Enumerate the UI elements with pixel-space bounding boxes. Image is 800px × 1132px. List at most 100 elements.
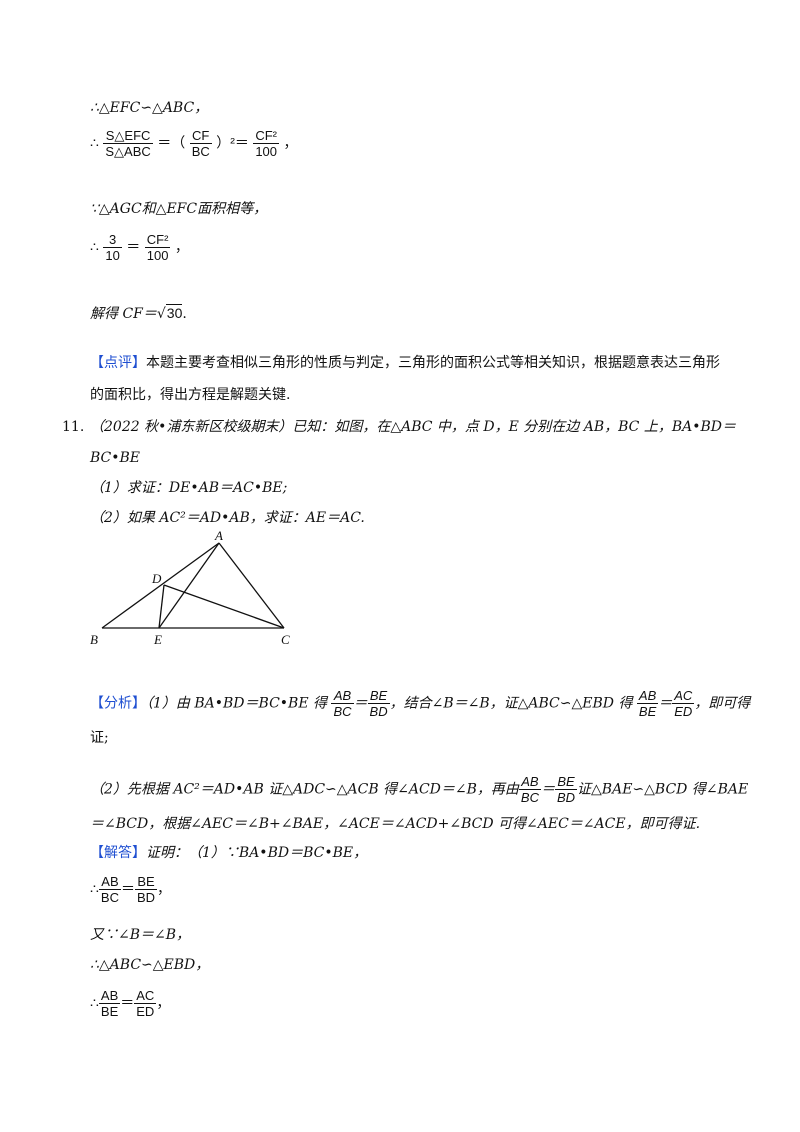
analysis-tag: 【分析】: [90, 695, 146, 712]
fraction-denominator: BC: [333, 704, 352, 719]
fraction-denominator: BC: [100, 890, 119, 905]
period: .: [182, 306, 187, 322]
fraction-numerator: AB: [518, 774, 541, 790]
fraction-denominator: BE: [638, 704, 657, 719]
fraction-denominator: BE: [100, 1004, 119, 1019]
comment-line-2: 的面积比，得出方程是解题关键.: [90, 387, 291, 403]
therefore-symbol: ∴: [90, 995, 99, 1012]
fraction-numerator: CF: [189, 128, 212, 144]
segment-ba: [101, 542, 220, 629]
fraction-numerator: AB: [331, 688, 354, 704]
solve-prefix: 解得 CF＝√: [90, 306, 166, 322]
fraction-numerator: BE: [134, 874, 158, 890]
fraction-numerator: AB: [636, 688, 659, 704]
comment-text: 本题主要考查相似三角形的性质与判定，三角形的面积公式等相关知识，根据题意表达三角…: [146, 355, 720, 371]
fraction-numerator: BE: [367, 688, 390, 704]
segment-dc: [163, 584, 285, 629]
fraction-denominator: 100: [255, 144, 278, 159]
comma: ，: [174, 239, 189, 256]
fraction-area: S△EFC S△ABC: [103, 128, 153, 159]
fraction-numerator: CF²: [144, 232, 171, 248]
fraction-denominator: 100: [146, 248, 169, 263]
label-d: D: [151, 571, 162, 586]
analysis-text: 证△BAE∽△BCD 得∠BAE: [577, 781, 749, 798]
solution-tag: 【解答】: [90, 845, 146, 861]
solution-line-3: 又∵∠B＝∠B，: [90, 927, 191, 943]
analysis-line-1-cont: 证;: [90, 730, 109, 746]
fraction-numerator: AB: [98, 874, 121, 890]
fraction-denominator: S△ABC: [105, 144, 151, 159]
line-solution-cf: 解得 CF＝√30.: [90, 304, 187, 323]
line-equation: ∴ 3 10 ＝ CF² 100 ，: [90, 232, 189, 263]
segment-ac: [218, 542, 285, 629]
label-c: C: [281, 632, 290, 647]
fraction-denominator: 10: [105, 248, 120, 263]
analysis-text: （2）先根据 AC²＝AD•AB 证△ADC∽△ACB 得∠ACD＝∠B，再由: [90, 781, 519, 798]
fraction-numerator: 3: [103, 232, 122, 248]
equals-sign: ＝: [658, 694, 673, 711]
label-a: A: [214, 528, 223, 543]
equals-paren: ＝（: [157, 134, 186, 151]
fraction-3-10: 3 10: [103, 232, 122, 263]
comment-tag: 【点评】: [90, 355, 146, 371]
solution-line-4: ∴△ABC∽△EBD，: [90, 957, 210, 973]
analysis-text: ，结合∠B＝∠B，证△ABC∽△EBD 得: [389, 695, 633, 712]
equals-sign: ＝: [126, 238, 141, 255]
line-similar-efc-abc: ∴△EFC∽△ABC，: [90, 100, 209, 116]
paren-squared-equals: ）²＝: [216, 134, 249, 151]
fraction-numerator: AC: [672, 688, 695, 704]
problem-part-2: （2）如果 AC²＝AD•AB，求证：AE＝AC.: [90, 510, 365, 526]
analysis-text: ，即可得: [694, 695, 751, 712]
analysis-text: （1）由 BA•BD＝BC•BE 得: [146, 695, 328, 712]
therefore-symbol: ∴: [90, 135, 99, 152]
line-equal-area: ∵△AGC和△EFC面积相等，: [90, 201, 268, 217]
equals-sign: ＝: [120, 880, 135, 897]
fraction-denominator: BD: [556, 790, 576, 805]
problem-part-1: （1）求证：DE•AB＝AC•BE;: [90, 480, 288, 496]
fraction-cf2-100: CF² 100: [253, 128, 280, 159]
triangle-figure: A B C D E: [90, 528, 290, 647]
fraction-numerator: CF²: [253, 128, 280, 144]
problem-statement-line-1: （2022 秋•浦东新区校级期末）已知：如图，在△ABC 中，点 D，E 分别在…: [90, 419, 736, 435]
problem-statement-line-2: BC•BE: [90, 450, 141, 466]
fraction-cf-bc: CF BC: [189, 128, 212, 159]
comma: ，: [283, 135, 298, 152]
fraction-numerator: AB: [98, 988, 121, 1004]
segment-de: [158, 584, 165, 629]
fraction-denominator: BD: [136, 890, 156, 905]
fraction-denominator: BC: [520, 790, 539, 805]
fraction-denominator: ED: [674, 704, 693, 719]
comma: ，: [156, 995, 171, 1012]
analysis-line-2-cont: ＝∠BCD，根据∠AEC＝∠B+∠BAE，∠ACE＝∠ACD+∠BCD 可得∠A…: [90, 816, 701, 832]
fraction-denominator: BC: [191, 144, 210, 159]
radicand: 30: [165, 304, 183, 321]
label-b: B: [90, 632, 98, 647]
fraction-denominator: BD: [369, 704, 388, 719]
equals-sign: ＝: [353, 694, 368, 711]
comment-line-1: 【点评】本题主要考查相似三角形的性质与判定，三角形的面积公式等相关知识，根据题意…: [90, 354, 720, 372]
fraction-cf2-100: CF² 100: [144, 232, 171, 263]
solution-line-1: 【解答】证明：（1）∵BA•BD＝BC•BE，: [90, 844, 367, 862]
therefore-symbol: ∴: [90, 239, 99, 256]
label-e: E: [153, 632, 162, 647]
fraction-numerator: AC: [134, 988, 157, 1004]
therefore-symbol: ∴: [90, 881, 99, 898]
line-area-ratio: ∴ S△EFC S△ABC ＝（ CF BC ）²＝ CF² 100 ，: [90, 128, 297, 159]
fraction-numerator: BE: [554, 774, 578, 790]
fraction-denominator: ED: [136, 1004, 155, 1019]
equals-sign: ＝: [120, 994, 135, 1011]
solution-text: 证明：（1）∵BA•BD＝BC•BE，: [146, 845, 368, 861]
fraction-numerator: S△EFC: [103, 128, 153, 144]
